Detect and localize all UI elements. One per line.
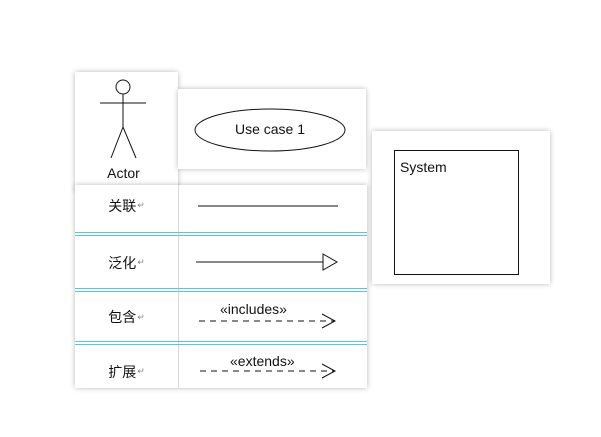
paragraph-mark-icon: ↵ xyxy=(137,257,145,267)
row-divider xyxy=(75,291,367,292)
row-label-text: 扩展 xyxy=(108,364,137,381)
use-case-card: Use case 1 xyxy=(178,89,366,169)
association-line xyxy=(198,205,338,207)
system-boundary xyxy=(394,150,519,275)
column-divider xyxy=(178,185,179,388)
row-label-association: 关联↵ xyxy=(75,182,178,229)
row-include: 包含↵ «includes» xyxy=(75,292,367,342)
extend-dashed-arrow xyxy=(200,363,337,379)
include-dashed-arrow xyxy=(199,313,337,329)
include-stereotype-label: «includes» xyxy=(220,301,287,317)
row-generalization: 泛化↵ xyxy=(75,236,367,289)
row-association: 关联↵ xyxy=(75,185,367,232)
row-divider xyxy=(75,235,367,236)
use-case-label: Use case 1 xyxy=(234,121,306,137)
row-label-extend: 扩展↵ xyxy=(75,350,178,393)
row-label-text: 泛化 xyxy=(108,255,137,272)
row-divider xyxy=(75,344,367,345)
row-label-text: 包含 xyxy=(108,310,137,326)
paragraph-mark-icon: ↵ xyxy=(137,366,145,376)
row-label-text: 关联 xyxy=(108,198,137,215)
paragraph-mark-icon: ↵ xyxy=(137,311,145,322)
actor-card: Actor xyxy=(75,72,178,191)
system-label: System xyxy=(400,159,447,175)
row-label-generalization: 泛化↵ xyxy=(75,236,178,289)
extend-stereotype-label: «extends» xyxy=(230,353,295,369)
paragraph-mark-icon: ↵ xyxy=(137,200,145,210)
row-divider xyxy=(75,288,367,289)
system-card: System xyxy=(372,131,550,284)
row-divider xyxy=(75,341,367,342)
generalization-arrow xyxy=(196,253,339,271)
relationship-table: 关联↵ 泛化↵ 包含↵ «includes» 扩展↵ xyxy=(75,185,367,388)
actor-stick-figure-icon xyxy=(100,79,146,159)
row-label-include: 包含↵ xyxy=(75,292,178,342)
row-divider xyxy=(75,232,367,233)
actor-label: Actor xyxy=(107,165,140,181)
use-case-ellipse xyxy=(194,108,346,152)
row-extend: 扩展↵ «extends» xyxy=(75,345,367,388)
